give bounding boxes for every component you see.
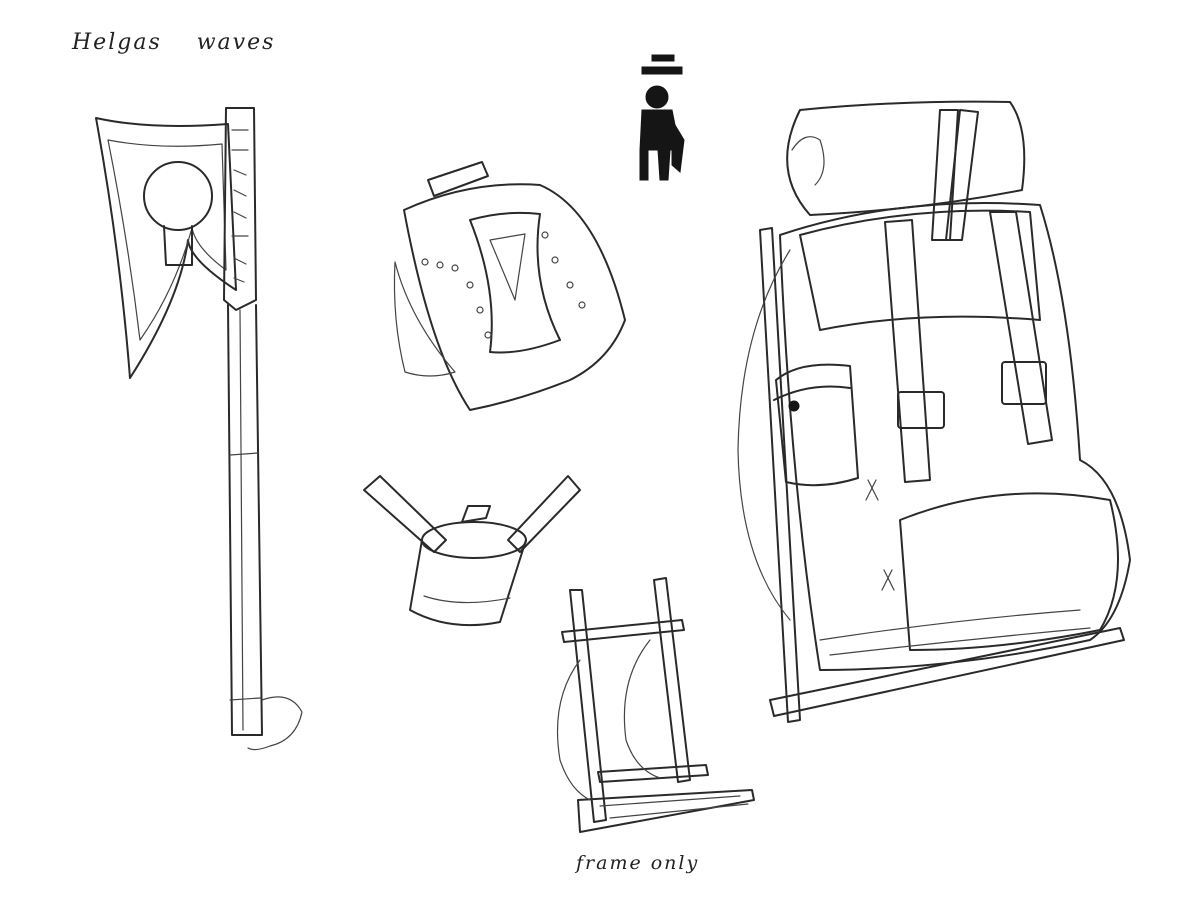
- frame-sketch: [556, 577, 755, 833]
- frame-caption: frame only: [576, 852, 700, 874]
- axe-sketch: [95, 107, 303, 751]
- sketch-title: Helgas waves: [72, 30, 276, 55]
- backpack-sketch: [737, 100, 1131, 723]
- pot-sketch: [363, 475, 581, 627]
- figure-silhouette: [639, 54, 685, 181]
- flask-sketch: [393, 161, 626, 411]
